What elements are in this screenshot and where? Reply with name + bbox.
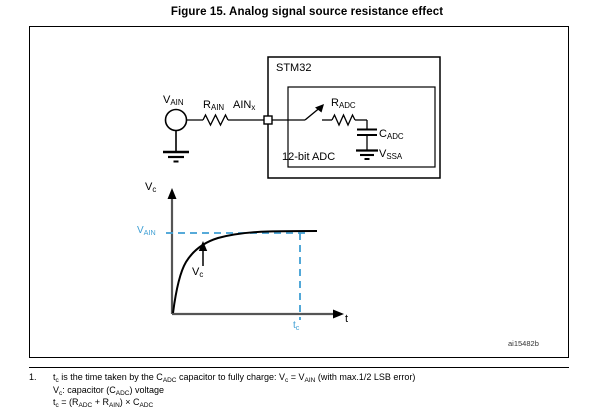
chart-y-axis-arrowhead — [167, 188, 177, 199]
adc-box — [287, 86, 436, 168]
figure-frame — [29, 26, 569, 358]
switch-arrowhead — [315, 104, 324, 113]
capacitor-cadc-label: CADC — [379, 128, 404, 141]
chart-y-axis-label: Vc — [145, 181, 157, 194]
resistor-radc-label: RADC — [331, 97, 356, 110]
curve-pointer-arrowhead — [198, 241, 208, 251]
adc-label: 12-bit ADC — [282, 151, 336, 163]
resistor-rain-symbol — [202, 113, 229, 127]
footnote-line-1: tc is the time taken by the CADC capacit… — [53, 372, 416, 384]
voltage-source-label: VAIN — [163, 94, 184, 107]
chart-x-axis-label: t — [345, 313, 349, 325]
stm32-label: STM32 — [276, 62, 312, 74]
resistor-rain-label: RAIN — [203, 99, 225, 112]
footnote-line-2: Vc: capacitor (CADC) voltage — [53, 384, 164, 397]
footnote-line-3: tc = (RADC + RAIN) × CADC — [53, 397, 154, 409]
pin-pad-symbol — [263, 115, 273, 125]
footnote: 1. tc is the time taken by the CADC capa… — [29, 372, 569, 410]
footnote-divider — [29, 367, 569, 368]
chart-x-axis-arrowhead — [333, 309, 344, 319]
voltage-source-symbol — [164, 108, 188, 132]
ground-vssa-label: VSSA — [379, 148, 403, 161]
figure-id-label: ai15482b — [508, 339, 539, 348]
pin-label: AINx — [233, 99, 256, 112]
page-title: Figure 15. Analog signal source resistan… — [170, 6, 444, 18]
curve-label: Vc — [192, 266, 204, 279]
vain-level-label: VAIN — [137, 225, 156, 237]
resistor-radc-symbol — [331, 113, 356, 127]
tc-label: tc — [293, 320, 300, 332]
charging-curve — [172, 230, 318, 314]
footnote-number: 1. — [29, 372, 37, 382]
